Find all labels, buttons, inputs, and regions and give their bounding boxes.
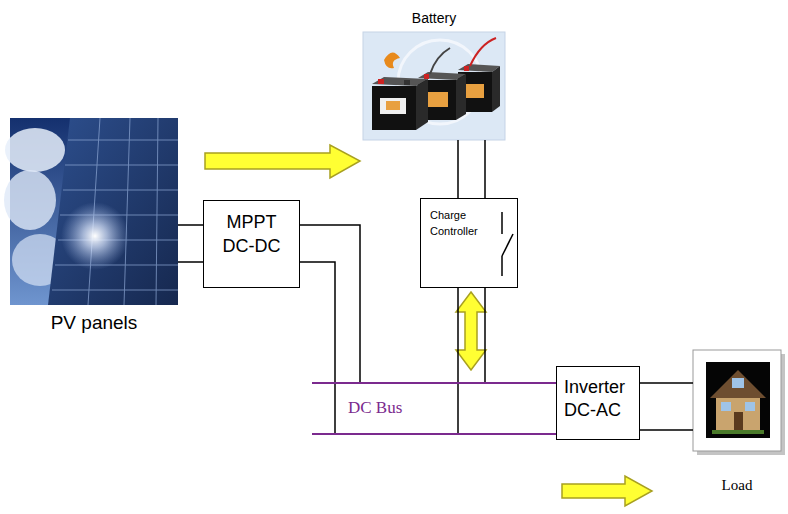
battery-cable [470,38,496,66]
load-picture: Load [693,350,781,451]
battery-body [372,86,416,130]
battery-terminal [424,74,429,79]
controller-box: Charge Controller [420,198,518,288]
power-flow-arrow [205,145,360,178]
wire-connector [640,383,693,430]
sun-glare [61,202,129,270]
house-lawn [712,430,764,434]
panel-grid-line [124,118,130,305]
panel-grid-line [156,118,158,305]
battery-picture: Battery [363,32,505,140]
power-flow-arrow [562,476,652,506]
wire-connector [458,140,485,198]
battery-side [416,79,428,130]
battery-terminal [404,80,410,85]
box-label: Charge Controller [430,208,492,240]
house-wall [716,396,760,430]
panel-grid-line [55,265,178,266]
logo-swirl [384,52,400,68]
battery-label [380,98,406,114]
switch-wire [501,212,503,234]
switch-symbol [502,212,513,276]
battery-terminal [464,66,469,71]
house-window [732,378,744,388]
battery-label [426,92,448,107]
bidirectional-flow-arrow [456,292,486,370]
wire-connector [458,288,485,434]
wire-connector [178,225,203,262]
battery-symbol [372,77,428,130]
inverter-box: Inverter DC-AC [556,366,640,440]
panel-grid [52,118,178,305]
panel-grid-line [65,165,178,166]
picture-heading: Battery [363,10,505,27]
switch-blade [502,234,513,256]
picture-heading: PV panels [10,312,178,335]
battery-terminal [378,79,384,84]
battery-side [456,74,466,120]
wire-connector [540,383,556,434]
box-label: Inverter DC-AC [564,376,635,423]
battery-background [363,32,505,140]
dc-bus: DC Bus [312,382,540,435]
panel-grid-line [52,290,178,291]
panel-grid-line [63,190,178,191]
house-door [734,412,743,430]
picture-heading: Load [693,476,781,494]
converter-box: MPPT DC-DC [203,200,300,288]
house-window [721,402,731,411]
panel-grid-line [68,140,178,141]
house-background [706,362,770,438]
house-roof [710,370,766,398]
load-frame [693,350,781,451]
solar-panel [48,118,178,305]
battery-side [492,66,500,112]
switch-wire [501,256,503,276]
box-label: MPPT DC-DC [210,210,293,259]
house-window [745,402,755,411]
battery-label [466,84,484,98]
pv-panel-picture: PV panels [10,118,178,305]
battery-label [386,101,400,110]
battery-cable [430,48,450,74]
cloud [5,128,65,172]
cloud [4,170,56,230]
box-label: DC Bus [348,398,536,418]
